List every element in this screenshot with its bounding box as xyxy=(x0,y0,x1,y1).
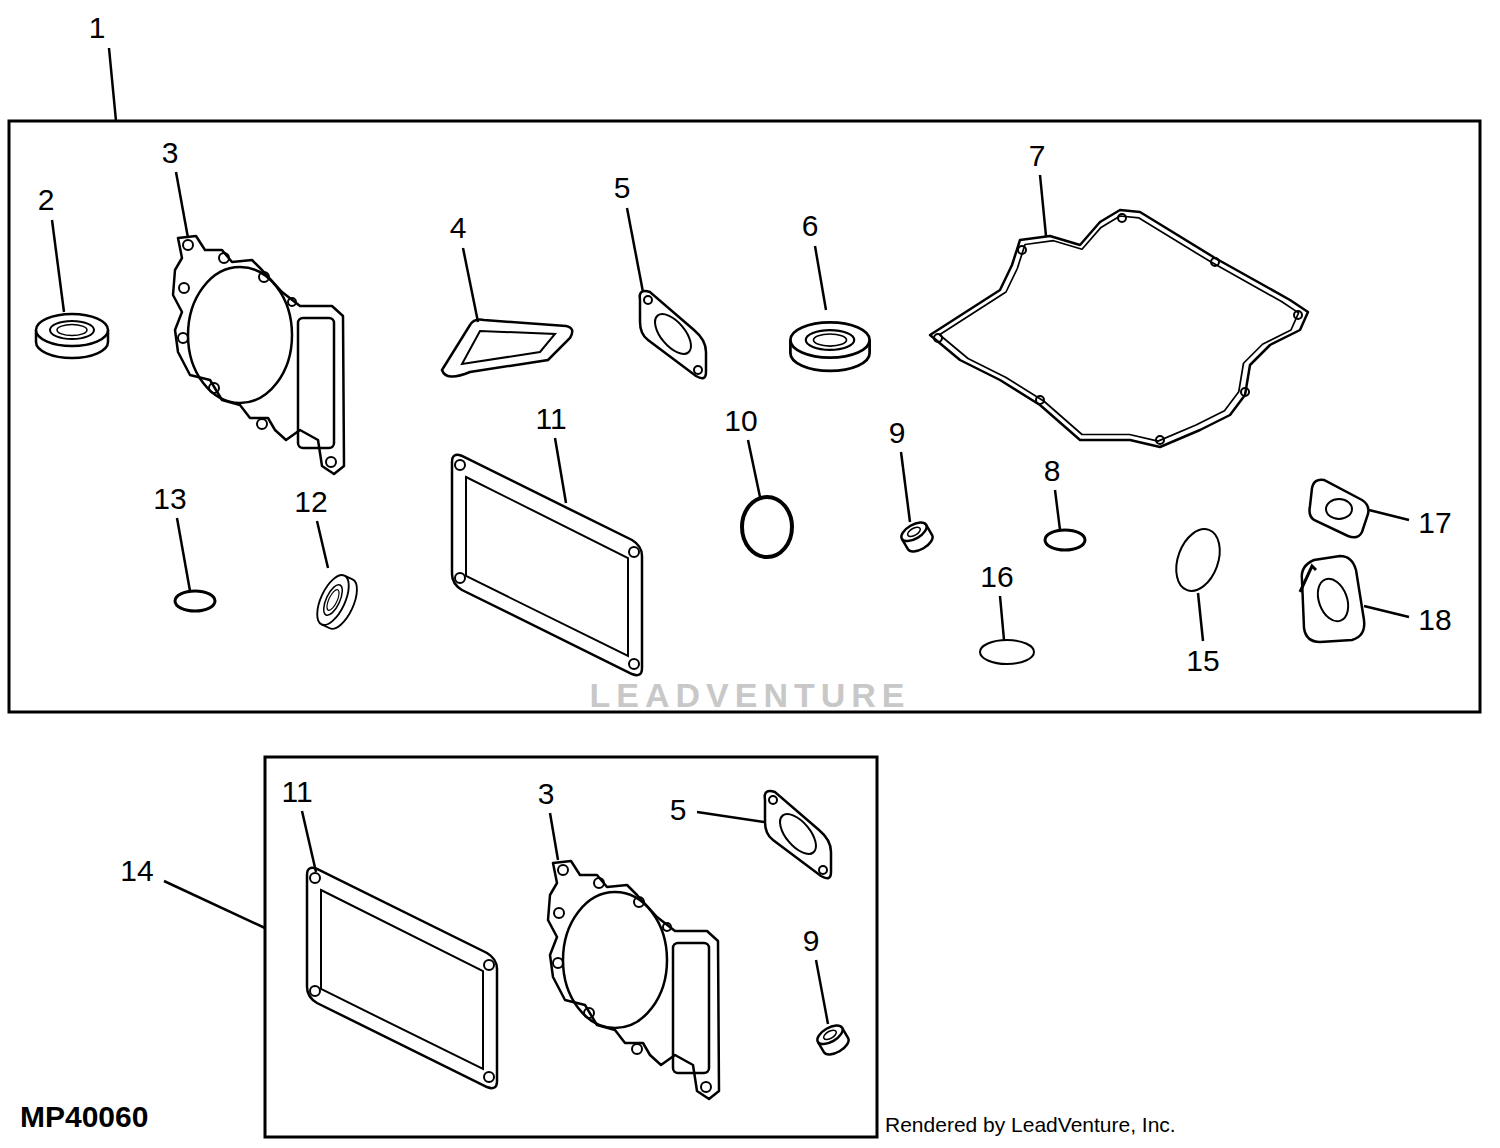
head-gasket xyxy=(548,861,719,1099)
leader-line xyxy=(1055,490,1060,530)
leader-line xyxy=(109,48,116,121)
leader-line xyxy=(816,960,828,1024)
callout-number: 15 xyxy=(1186,646,1219,676)
leader-line xyxy=(550,813,558,860)
callout-number: 17 xyxy=(1418,508,1451,538)
figure-id: MP40060 xyxy=(20,1102,148,1132)
oil-seal xyxy=(790,322,869,370)
crankcase-gasket xyxy=(1118,214,1126,222)
valve-cover-gasket xyxy=(452,455,642,675)
callout-number: 4 xyxy=(450,213,467,243)
o-ring xyxy=(175,591,215,611)
callout-number: 5 xyxy=(670,795,687,825)
callout-number: 9 xyxy=(803,926,820,956)
oil-seal xyxy=(36,314,108,358)
leader-line xyxy=(177,518,190,591)
carburetor-gasket xyxy=(1326,499,1352,519)
callout-number: 14 xyxy=(120,856,153,886)
callout-number: 11 xyxy=(281,777,312,807)
exhaust-gasket xyxy=(765,791,831,878)
crankcase-gasket xyxy=(1036,396,1044,404)
callout-number: 16 xyxy=(980,562,1013,592)
carburetor-gasket xyxy=(1310,480,1369,538)
crankcase-gasket xyxy=(934,334,942,342)
intake-plate-gasket xyxy=(1300,556,1364,642)
leader-line xyxy=(164,881,265,928)
callout-number: 9 xyxy=(889,418,906,448)
callout-number: 6 xyxy=(802,211,819,241)
leader-line xyxy=(52,48,1409,1024)
valve-cover-gasket xyxy=(307,868,497,1088)
leader-line xyxy=(302,811,316,872)
o-ring xyxy=(742,497,792,557)
o-ring xyxy=(980,640,1034,664)
callout-number: 11 xyxy=(535,404,566,434)
crankcase-gasket xyxy=(930,210,1308,447)
leader-line xyxy=(52,220,64,312)
callout-number: 3 xyxy=(538,779,555,809)
leader-line xyxy=(1198,593,1203,641)
kit-frame xyxy=(9,121,1480,712)
callout-number: 5 xyxy=(614,173,631,203)
callout-number: 18 xyxy=(1418,605,1451,635)
bushing xyxy=(814,1022,851,1059)
callout-number: 13 xyxy=(153,484,186,514)
crankcase-gasket xyxy=(1156,436,1164,444)
breather-gasket xyxy=(442,320,572,377)
leader-line xyxy=(1000,596,1004,640)
crankcase-gasket xyxy=(1211,258,1219,266)
leader-line xyxy=(697,812,764,822)
callout-number: 1 xyxy=(89,13,106,43)
callout-number: 7 xyxy=(1029,141,1046,171)
leader-line xyxy=(463,248,478,322)
leader-line xyxy=(1369,510,1409,520)
leader-line xyxy=(815,246,826,310)
callout-number: 3 xyxy=(162,138,179,168)
breather-gasket xyxy=(462,331,555,364)
credit-note: Rendered by LeadVenture, Inc. xyxy=(885,1114,1176,1135)
leader-line xyxy=(555,438,566,503)
head-gasket xyxy=(173,236,344,474)
crankcase-gasket xyxy=(940,216,1299,441)
exhaust-gasket xyxy=(640,291,706,378)
crankcase-gasket xyxy=(1241,388,1249,396)
oil-seal xyxy=(311,570,364,633)
intake-plate-gasket xyxy=(1312,575,1353,626)
bushing xyxy=(898,519,935,556)
leader-line xyxy=(176,172,188,238)
o-ring xyxy=(1045,530,1085,550)
leader-line xyxy=(901,452,910,522)
leader-line xyxy=(317,521,328,568)
callout-number: 12 xyxy=(294,487,327,517)
watermark: LEADVENTURE xyxy=(589,678,910,712)
leader-line xyxy=(627,208,643,292)
callout-number: 2 xyxy=(38,185,55,215)
callout-number: 10 xyxy=(724,406,757,436)
kit-frame xyxy=(265,757,877,1137)
leader-line xyxy=(1040,175,1046,236)
crankcase-gasket xyxy=(1018,246,1026,254)
crankcase-gasket xyxy=(1294,311,1302,319)
o-ring xyxy=(1168,523,1227,597)
leader-line xyxy=(1364,606,1409,617)
callout-number: 8 xyxy=(1044,456,1061,486)
crankcase-gasket xyxy=(930,210,1308,447)
carburetor-gasket xyxy=(1310,480,1369,538)
breather-gasket xyxy=(442,320,572,377)
intake-plate-gasket xyxy=(1300,566,1316,592)
leader-line xyxy=(748,440,760,497)
